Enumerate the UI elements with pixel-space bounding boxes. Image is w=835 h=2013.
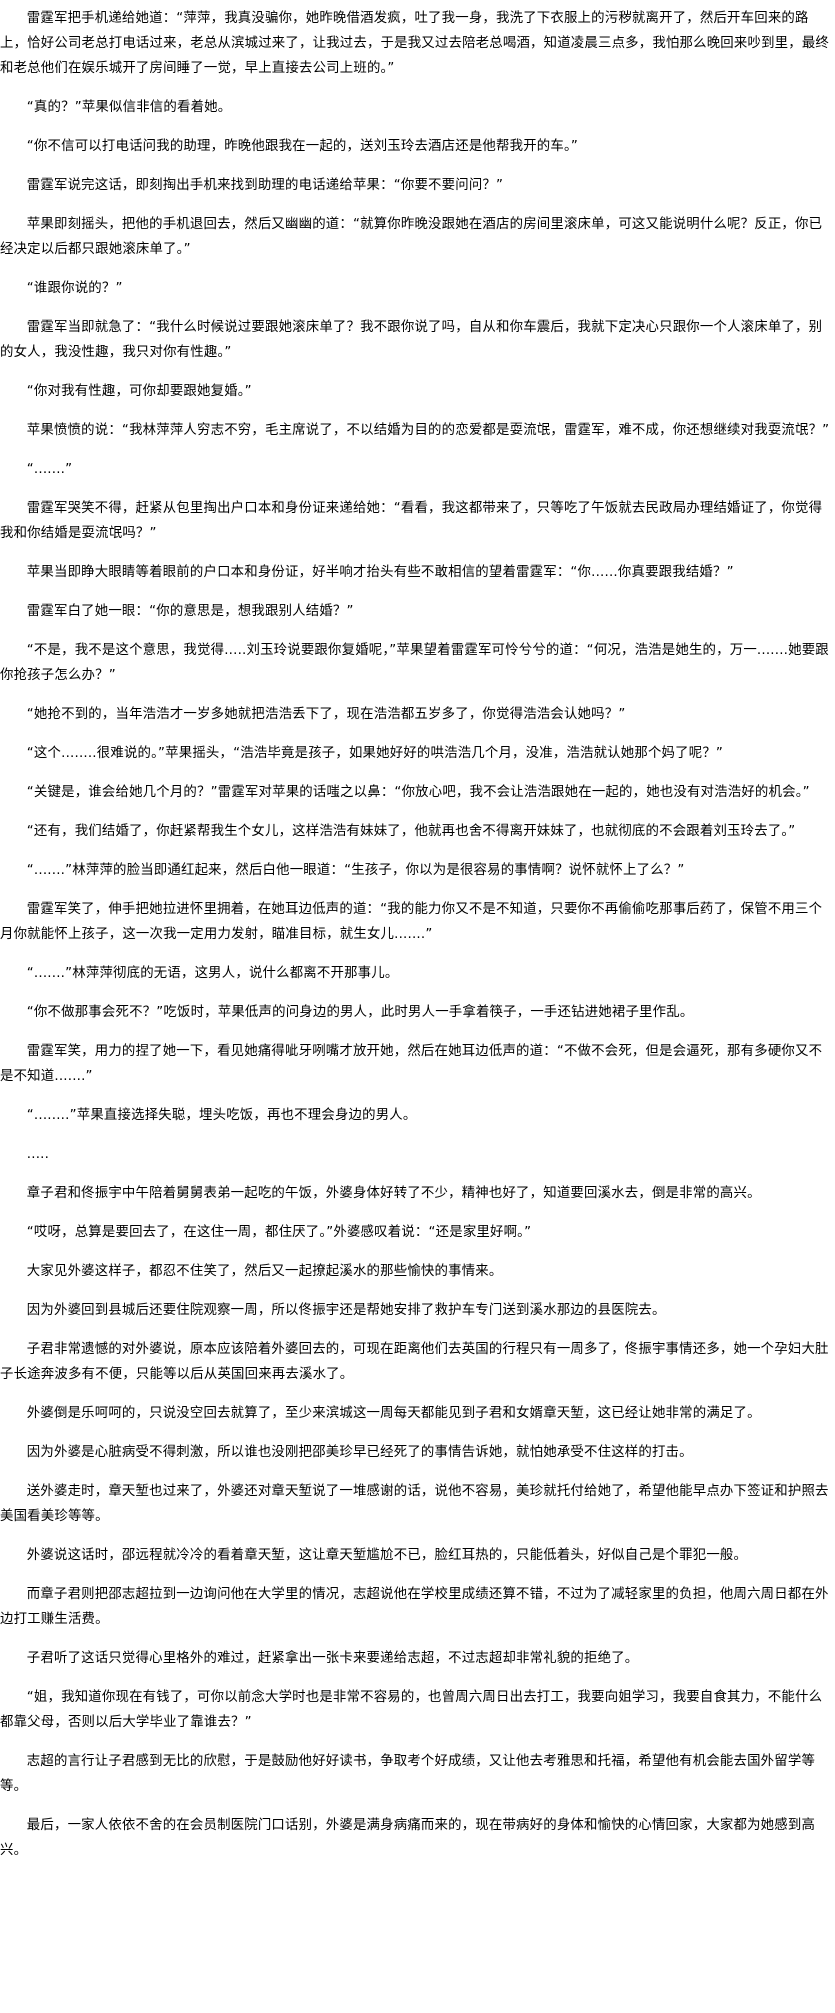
paragraph: 最后，一家人依依不舍的在会员制医院门口话别，外婆是满身病痛而来的，现在带病好的身…	[0, 1818, 816, 1858]
paragraph: .....	[26, 1147, 50, 1162]
paragraph: 外婆倒是乐呵呵的，只说没空回去就算了，至少来滨城这一周每天都能见到子君和女婿章天…	[26, 1406, 761, 1421]
paragraph: “谁跟你说的？”	[26, 281, 123, 296]
paragraph: 雷霆军当即就急了：“我什么时候说过要跟她滚床单了？我不跟你说了吗，自从和你车震后…	[0, 320, 823, 360]
paragraph: 雷霆军说完这话，即刻掏出手机来找到助理的电话递给苹果：“你要不要问问？”	[26, 178, 504, 193]
paragraph: 章子君和佟振宇中午陪着舅舅表弟一起吃的午饭，外婆身体好转了不少，精神也好了，知道…	[26, 1186, 761, 1201]
paragraph: “你不信可以打电话问我的助理，昨晚他跟我在一起的，送刘玉玲去酒店还是他帮我开的车…	[26, 139, 578, 154]
paragraph: 而章子君则把邵志超拉到一边询问他在大学里的情况，志超说他在学校里成绩还算不错，不…	[0, 1587, 829, 1627]
paragraph: 因为外婆是心脏病受不得刺激，所以谁也没刚把邵美珍早已经死了的事情告诉她，就怕她承…	[26, 1445, 693, 1460]
paragraph: 雷霆军笑，用力的捏了她一下，看见她痛得呲牙咧嘴才放开她，然后在她耳边低声的道：“…	[0, 1044, 823, 1084]
paragraph: “关键是，谁会给她几个月的？”雷霆军对苹果的话嗤之以鼻：“你放心吧，我不会让浩浩…	[26, 785, 810, 800]
paragraph: “........”苹果直接选择失聪，埋头吃饭，再也不理会身边的男人。	[26, 1108, 417, 1123]
paragraph: “不是，我不是这个意思，我觉得.....刘玉玲说要跟你复婚呢，”苹果望着雷霆军可…	[0, 643, 829, 683]
paragraph: “哎呀，总算是要回去了，在这住一周，都住厌了。”外婆感叹着说：“还是家里好啊。”	[26, 1225, 532, 1240]
paragraph: 志超的言行让子君感到无比的欣慰，于是鼓励他好好读书，争取考个好成绩，又让他去考雅…	[0, 1754, 816, 1794]
paragraph: 因为外婆回到县城后还要住院观察一周，所以佟振宇还是帮她安排了救护车专门送到溪水那…	[26, 1303, 666, 1318]
paragraph: 苹果当即睁大眼睛等着眼前的户口本和身份证，好半响才抬头有些不敢相信的望着雷霆军：…	[26, 565, 734, 580]
paragraph: “你不做那事会死不？”吃饭时，苹果低声的问身边的男人，此时男人一手拿着筷子，一手…	[26, 1005, 694, 1020]
paragraph: 子君听了这话只觉得心里格外的难过，赶紧拿出一张卡来要递给志超，不过志超却非常礼貌…	[26, 1651, 639, 1666]
paragraph: “真的？”苹果似信非信的看着她。	[26, 100, 232, 115]
paragraph: 雷霆军哭笑不得，赶紧从包里掏出户口本和身份证来递给她：“看看，我这都带来了，只等…	[0, 501, 823, 541]
paragraph: “.......”林萍萍的脸当即通红起来，然后白他一眼道：“生孩子，你以为是很容…	[26, 863, 685, 878]
paragraph: 雷霆军把手机递给她道：“萍萍，我真没骗你，她昨晚借酒发疯，吐了我一身，我洗了下衣…	[0, 11, 830, 76]
paragraph: “姐，我知道你现在有钱了，可你以前念大学时也是非常不容易的，也曾周六周日出去打工…	[0, 1690, 823, 1730]
paragraph: 雷霆军笑了，伸手把她拉进怀里拥着，在她耳边低声的道：“我的能力你又不是不知道，只…	[0, 902, 823, 942]
paragraph: “.......”	[26, 462, 73, 477]
paragraph: “还有，我们结婚了，你赶紧帮我生个女儿，这样浩浩有妹妹了，他就再也舍不得离开妹妹…	[26, 824, 796, 839]
paragraph: 雷霆军白了她一眼：“你的意思是，想我跟别人结婚？”	[26, 604, 354, 619]
paragraph: “她抢不到的，当年浩浩才一岁多她就把浩浩丢下了，现在浩浩都五岁多了，你觉得浩浩会…	[26, 707, 626, 722]
paragraph: 子君非常遗憾的对外婆说，原本应该陪着外婆回去的，可现在距离他们去英国的行程只有一…	[0, 1342, 829, 1382]
paragraph: “这个........很难说的。”苹果摇头，“浩浩毕竟是孩子，如果她好好的哄浩浩…	[26, 746, 724, 761]
paragraph: 送外婆走时，章天堑也过来了，外婆还对章天堑说了一堆感谢的话，说他不容易，美珍就托…	[0, 1484, 829, 1524]
paragraph: “.......”林萍萍彻底的无语，这男人，说什么都离不开那事儿。	[26, 966, 399, 981]
paragraph: 苹果愤愤的说：“我林萍萍人穷志不穷，毛主席说了，不以结婚为目的的恋爱都是耍流氓，…	[26, 423, 830, 438]
paragraph: 大家见外婆这样子，都忍不住笑了，然后又一起撩起溪水的那些愉快的事情来。	[26, 1264, 503, 1279]
paragraph: 苹果即刻摇头，把他的手机退回去，然后又幽幽的道：“就算你昨晚没跟她在酒店的房间里…	[0, 217, 823, 257]
paragraph: “你对我有性趣，可你却要跟她复婚。”	[26, 384, 252, 399]
paragraph: 外婆说这话时，邵远程就冷冷的看着章天堑，这让章天堑尴尬不已，脸红耳热的，只能低着…	[26, 1548, 748, 1563]
novel-text-body: 雷霆军把手机递给她道：“萍萍，我真没骗你，她昨晚借酒发疯，吐了我一身，我洗了下衣…	[0, 11, 830, 1858]
